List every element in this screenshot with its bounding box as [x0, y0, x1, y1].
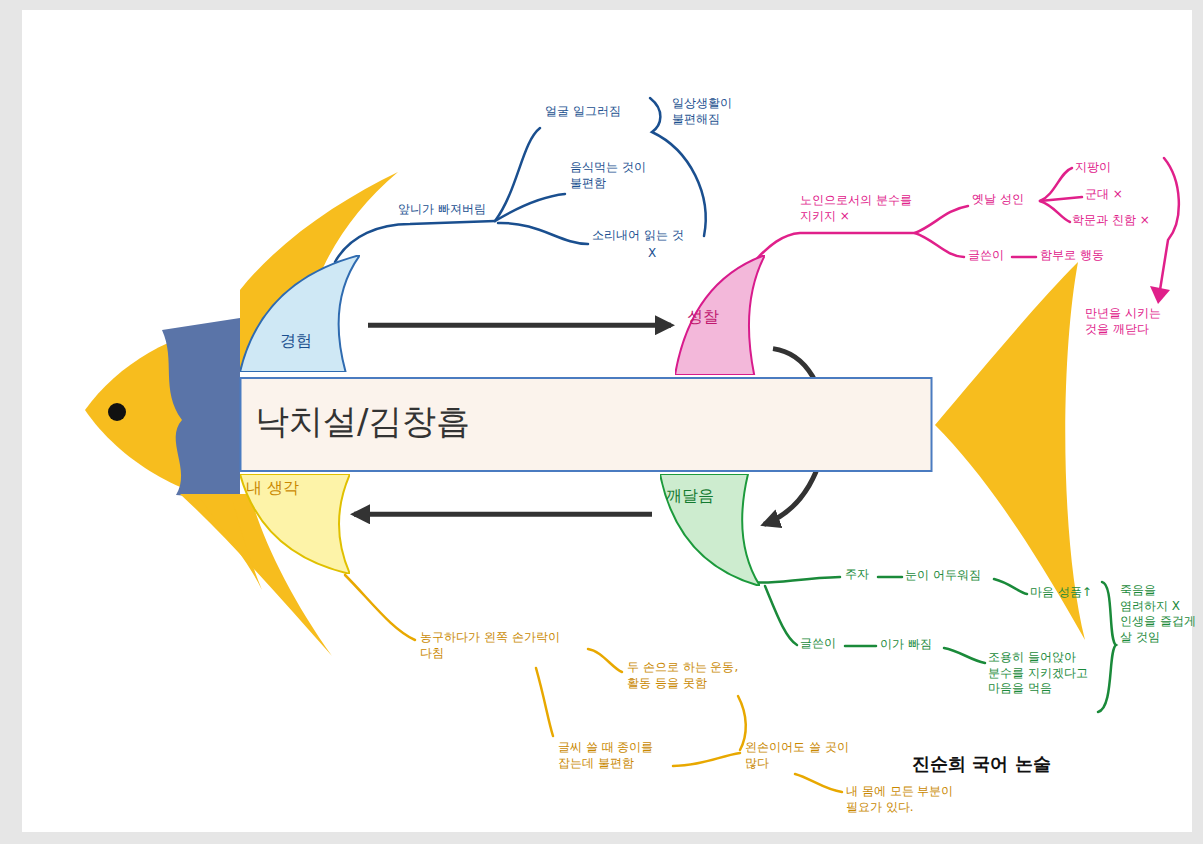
- branch-label: 눈이 어두워짐: [905, 568, 995, 584]
- branch-label: 내 몸에 모든 부분이 필요가 있다.: [846, 784, 964, 815]
- branch-label: 이가 빠짐: [880, 637, 942, 653]
- branch-label: 죽음을 염려하지 X 인생을 즐겁게 살 것임: [1120, 583, 1196, 645]
- title-band: 낙치설/김창흡: [237, 377, 935, 472]
- node-outline-shape: [240, 474, 350, 574]
- branch-label: 마음 성품↑: [1030, 585, 1100, 601]
- branch-arrowhead: [1150, 286, 1170, 304]
- node-outline-shape: [240, 378, 931, 471]
- branch-label: X: [648, 246, 664, 262]
- branch-label: 글씨 쓸 때 종이를 잡는데 불편함: [558, 740, 670, 771]
- node-outline-shape: [660, 474, 760, 586]
- fin-shape: 깨달음: [660, 474, 760, 586]
- branch-label: 농구하다가 왼쪽 손가락이 다침: [420, 630, 585, 661]
- fish-fin: [240, 172, 398, 372]
- branch-label: 두 손으로 하는 운동, 활동 등을 못함: [627, 660, 752, 691]
- branch-label: 일상생활이 불편해짐: [672, 96, 734, 127]
- branch-label: 조용히 들어앉아 분수를 지키겠다고 마음을 먹음: [988, 650, 1092, 697]
- paper: [22, 10, 1192, 832]
- node-outline: [240, 255, 360, 372]
- fin-shape: 성찰: [675, 255, 765, 375]
- branch-label: 옛날 성인: [972, 192, 1038, 208]
- branch-label: 얼굴 일그러짐: [545, 104, 645, 120]
- branch-label: 앞니가 빠져버림: [398, 202, 508, 218]
- branch-label: 만년을 시키는 것을 깨닫다: [1085, 306, 1185, 337]
- fish-fin: [200, 498, 262, 590]
- fin-label: 내 생각: [246, 478, 299, 499]
- fin-label: 경험: [280, 331, 312, 352]
- watermark: 진순희 국어 논술: [912, 752, 1092, 775]
- branch-label: 왼손이어도 쓸 곳이 많다: [745, 740, 855, 771]
- branch-label: 주자: [845, 567, 875, 583]
- fish-tail: [935, 262, 1085, 640]
- fin-label: 깨달음: [666, 486, 714, 507]
- fish-stripe: [162, 318, 240, 500]
- flow-arrow: [354, 512, 652, 517]
- fin-shape: 내 생각: [240, 474, 350, 574]
- branch-lines: [335, 98, 706, 262]
- node-outline-shape: [240, 255, 360, 372]
- fin-label: 성찰: [687, 307, 719, 328]
- node-outline-shape: [675, 255, 765, 375]
- branch-label: 노인으로서의 분수를 지키지 ×: [800, 193, 912, 224]
- branch-label: 음식먹는 것이 불편함: [570, 160, 650, 191]
- fish-eye: [108, 403, 126, 421]
- branch-label: 지팡이: [1075, 160, 1125, 176]
- branch-label: 글쓴이: [968, 248, 1010, 264]
- flow-arrow: [368, 323, 671, 328]
- branch-label: 군대 ×: [1085, 187, 1135, 203]
- branch-label: 소리내어 읽는 것: [592, 228, 696, 244]
- title-text: 낙치설/김창흡: [255, 399, 470, 445]
- fin-shape: 경험: [240, 255, 360, 372]
- branch-label: 함부로 행동: [1040, 248, 1120, 264]
- branch-label: 글쓴이: [800, 636, 842, 652]
- branch-label: 학문과 친함 ×: [1072, 213, 1158, 229]
- branch-lines: [752, 577, 1116, 712]
- branch-lines: [745, 158, 1179, 290]
